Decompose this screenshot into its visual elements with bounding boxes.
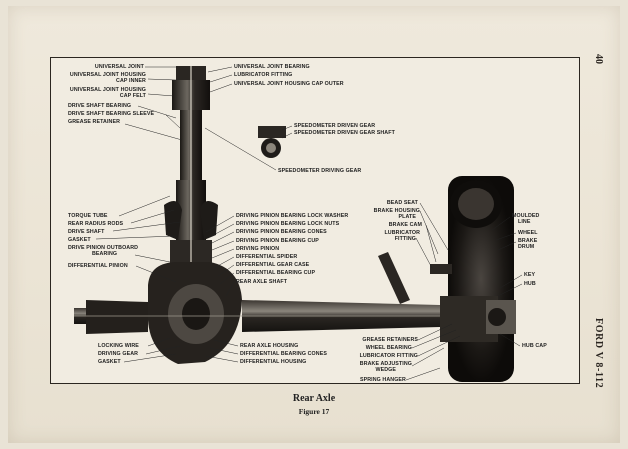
label-moulded-line-2: LINE — [518, 219, 531, 225]
page-number: 40 — [593, 54, 604, 64]
label-speedometer-driven-gear: SPEEDOMETER DRIVEN GEAR — [294, 123, 376, 129]
label-drive-shaft: DRIVE SHAFT — [68, 229, 105, 235]
label-uj-housing-cap-inner-1: UNIVERSAL JOINT HOUSING — [69, 72, 146, 78]
label-grease-retainers: GREASE RETAINERS — [362, 337, 418, 343]
label-bead-seat: BEAD SEAT — [386, 200, 418, 206]
label-uj-housing-cap-inner-2: CAP INNER — [116, 78, 146, 84]
label-brake-drum-1: BRAKE — [518, 238, 538, 244]
label-driving-gear: DRIVING GEAR — [98, 351, 139, 357]
label-drive-shaft-bearing-sleeve: DRIVE SHAFT BEARING SLEEVE — [68, 111, 155, 117]
label-hub-cap: HUB CAP — [522, 343, 547, 349]
label-lubricator-fitting: LUBRICATOR FITTING — [234, 72, 293, 78]
label-grease-retainer: GREASE RETAINER — [68, 119, 121, 125]
label-lubricator-fitting-right-1: LUBRICATOR — [384, 230, 420, 236]
running-header: FORD V 8-112 — [593, 318, 604, 389]
label-rear-radius-rods: REAR RADIUS RODS — [68, 221, 124, 227]
label-driving-pinion-bearing-cup: DRIVING PINION BEARING CUP — [236, 238, 319, 244]
label-torque-tube: TORQUE TUBE — [68, 213, 108, 219]
label-differential-gear-case: DIFFERENTIAL GEAR CASE — [236, 262, 310, 268]
label-driving-pinion-bearing-lock-washer: DRIVING PINION BEARING LOCK WASHER — [236, 213, 349, 219]
label-brake-drum-2: DRUM — [518, 244, 535, 250]
axle-tube-drawing — [74, 300, 460, 334]
figure-caption-number: Figure 17 — [298, 407, 330, 416]
label-differential-bearing-cones: DIFFERENTIAL BEARING CONES — [240, 351, 327, 357]
label-differential-bearing-cup: DIFFERENTIAL BEARING CUP — [236, 270, 316, 276]
label-gasket-lower: GASKET — [98, 359, 121, 365]
label-drive-pinion-outboard-bearing-1: DRIVE PINION OUTBOARD — [68, 245, 139, 251]
label-drive-shaft-bearing: DRIVE SHAFT BEARING — [68, 103, 132, 109]
figure-caption-title: Rear Axle — [292, 393, 336, 404]
label-drive-pinion-outboard-bearing-2: BEARING — [92, 251, 118, 257]
label-brake-adjusting-wedge-1: BRAKE ADJUSTING — [359, 361, 412, 367]
label-locking-wire: LOCKING WIRE — [98, 343, 139, 349]
label-moulded-line-1: MOULDED — [512, 213, 540, 219]
label-brake-housing-plate-1: BRAKE HOUSING — [373, 208, 420, 214]
wheel-hub-drawing — [430, 176, 516, 382]
label-brake-cam: BRAKE CAM — [388, 222, 422, 228]
label-differential-housing: DIFFERENTIAL HOUSING — [240, 359, 307, 365]
label-uj-housing-cap-felt-1: UNIVERSAL JOINT HOUSING — [69, 87, 146, 93]
label-lubricator-fitting-lower: LUBRICATOR FITTING — [359, 353, 418, 359]
torque-tube-assembly — [164, 66, 218, 270]
label-driving-pinion-bearing-cones: DRIVING PINION BEARING CONES — [236, 229, 327, 235]
label-uj-housing-cap-felt-2: CAP FELT — [119, 93, 146, 99]
label-wheel: WHEEL — [518, 230, 538, 236]
label-brake-adjusting-wedge-2: WEDGE — [375, 367, 396, 373]
label-driving-pinion-bearing-lock-nuts: DRIVING PINION BEARING LOCK NUTS — [236, 221, 340, 227]
label-uj-housing-cap-outer: UNIVERSAL JOINT HOUSING CAP OUTER — [234, 81, 344, 87]
label-rear-axle-housing: REAR AXLE HOUSING — [240, 343, 299, 349]
label-speedometer-driving-gear: SPEEDOMETER DRIVING GEAR — [278, 168, 362, 174]
differential-housing-drawing — [148, 262, 242, 364]
speedometer-gear-drawing — [258, 126, 286, 158]
leader-lines — [95, 66, 523, 381]
label-universal-joint: UNIVERSAL JOINT — [94, 64, 144, 70]
label-driving-pinion: DRIVING PINION — [236, 246, 280, 252]
label-universal-joint-bearing: UNIVERSAL JOINT BEARING — [234, 64, 310, 70]
label-brake-housing-plate-2: PLATE — [398, 214, 416, 220]
label-differential-spider: DIFFERENTIAL SPIDER — [236, 254, 298, 260]
label-hub: HUB — [524, 281, 536, 287]
label-differential-pinion: DIFFERENTIAL PINION — [68, 263, 128, 269]
label-gasket-upper: GASKET — [68, 237, 91, 243]
label-speedometer-driven-gear-shaft: SPEEDOMETER DRIVEN GEAR SHAFT — [294, 130, 395, 136]
brake-cam-lever — [378, 252, 410, 304]
label-wheel-bearing: WHEEL BEARING — [365, 345, 412, 351]
label-rear-axle-shaft: REAR AXLE SHAFT — [236, 279, 288, 285]
label-key: KEY — [524, 272, 536, 278]
label-lubricator-fitting-right-2: FITTING — [394, 236, 416, 242]
label-spring-hanger: SPRING HANGER — [359, 377, 406, 383]
